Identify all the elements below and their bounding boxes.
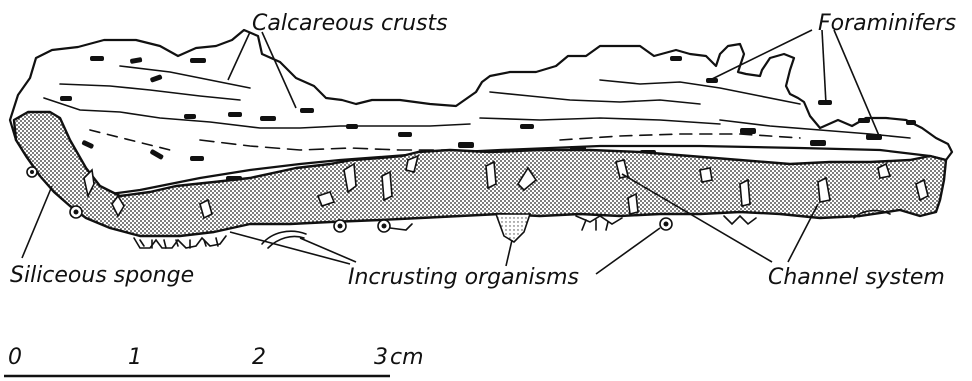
label-channel-system: Channel system <box>768 265 945 290</box>
scale-unit: cm <box>390 345 424 370</box>
scale-tick-1: 1 <box>128 345 142 370</box>
label-incrusting-organisms: Incrusting organisms <box>348 265 579 290</box>
label-calcareous-crusts: Calcareous crusts <box>252 11 448 36</box>
scale-tick-3: 3 <box>374 345 388 370</box>
scale-tick-2: 2 <box>252 345 266 370</box>
scale-bar: 0 1 2 3 cm <box>4 345 424 376</box>
scale-tick-0: 0 <box>8 345 22 370</box>
label-siliceous-sponge: Siliceous sponge <box>10 263 194 288</box>
label-foraminifers: Foraminifers <box>818 11 956 36</box>
